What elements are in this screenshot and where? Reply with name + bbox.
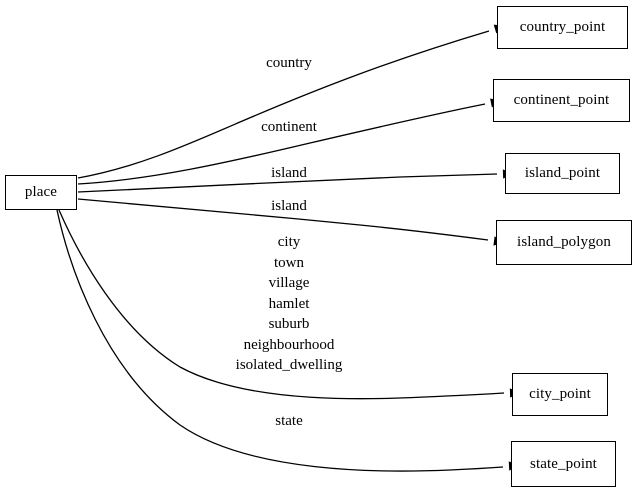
edge-label-line: village bbox=[268, 275, 310, 291]
node-label: place bbox=[24, 184, 58, 200]
edge-place-to-island_point bbox=[77, 173, 498, 193]
edge-label-place-to-city_point: city town village hamlet suburb neighbourhood… bbox=[236, 232, 343, 376]
node-island_polygon[interactable]: island_polygon bbox=[496, 220, 632, 265]
edge-place-to-continent_point bbox=[77, 103, 486, 185]
edge-label-line: suburb bbox=[268, 316, 310, 332]
node-country_point[interactable]: country_point bbox=[497, 6, 628, 49]
edge-label-line: town bbox=[274, 254, 304, 271]
edge-label-place-to-country_point: country bbox=[266, 53, 312, 73]
edge-label-line: island bbox=[271, 165, 307, 181]
node-city_point[interactable]: city_point bbox=[512, 373, 608, 416]
edge-label-line: city bbox=[277, 234, 301, 250]
edge-label-place-to-continent_point: continent bbox=[261, 117, 317, 137]
node-state_point[interactable]: state_point bbox=[511, 441, 616, 487]
node-label: continent_point bbox=[513, 92, 610, 108]
edge-label-place-to-island_point: island bbox=[271, 163, 307, 183]
node-label: island_point bbox=[524, 165, 601, 181]
edge-label-line: country bbox=[266, 55, 312, 71]
node-label: state_point bbox=[530, 455, 597, 472]
edge-label-place-to-island_polygon: island bbox=[271, 196, 307, 216]
node-continent_point[interactable]: continent_point bbox=[493, 79, 630, 122]
node-label: city_point bbox=[529, 386, 591, 402]
node-place[interactable]: place bbox=[5, 175, 77, 210]
edge-label-place-to-state_point: state bbox=[275, 411, 303, 431]
edge-label-line: state bbox=[275, 413, 303, 429]
edge-place-to-city_point bbox=[58, 209, 505, 400]
edge-place-to-country_point bbox=[77, 30, 490, 179]
edge-place-to-state_point bbox=[56, 209, 504, 472]
node-label: country_point bbox=[519, 19, 606, 35]
edge-label-line: island bbox=[271, 198, 307, 214]
edge-place-to-island_polygon bbox=[77, 198, 489, 241]
edge-label-line: isolated_dwelling bbox=[235, 357, 343, 373]
edge-label-line: hamlet bbox=[268, 295, 310, 312]
edge-label-line: neighbourhood bbox=[243, 336, 335, 353]
node-island_point[interactable]: island_point bbox=[505, 153, 620, 194]
node-label: island_polygon bbox=[517, 234, 611, 250]
edge-label-line: continent bbox=[261, 119, 317, 135]
